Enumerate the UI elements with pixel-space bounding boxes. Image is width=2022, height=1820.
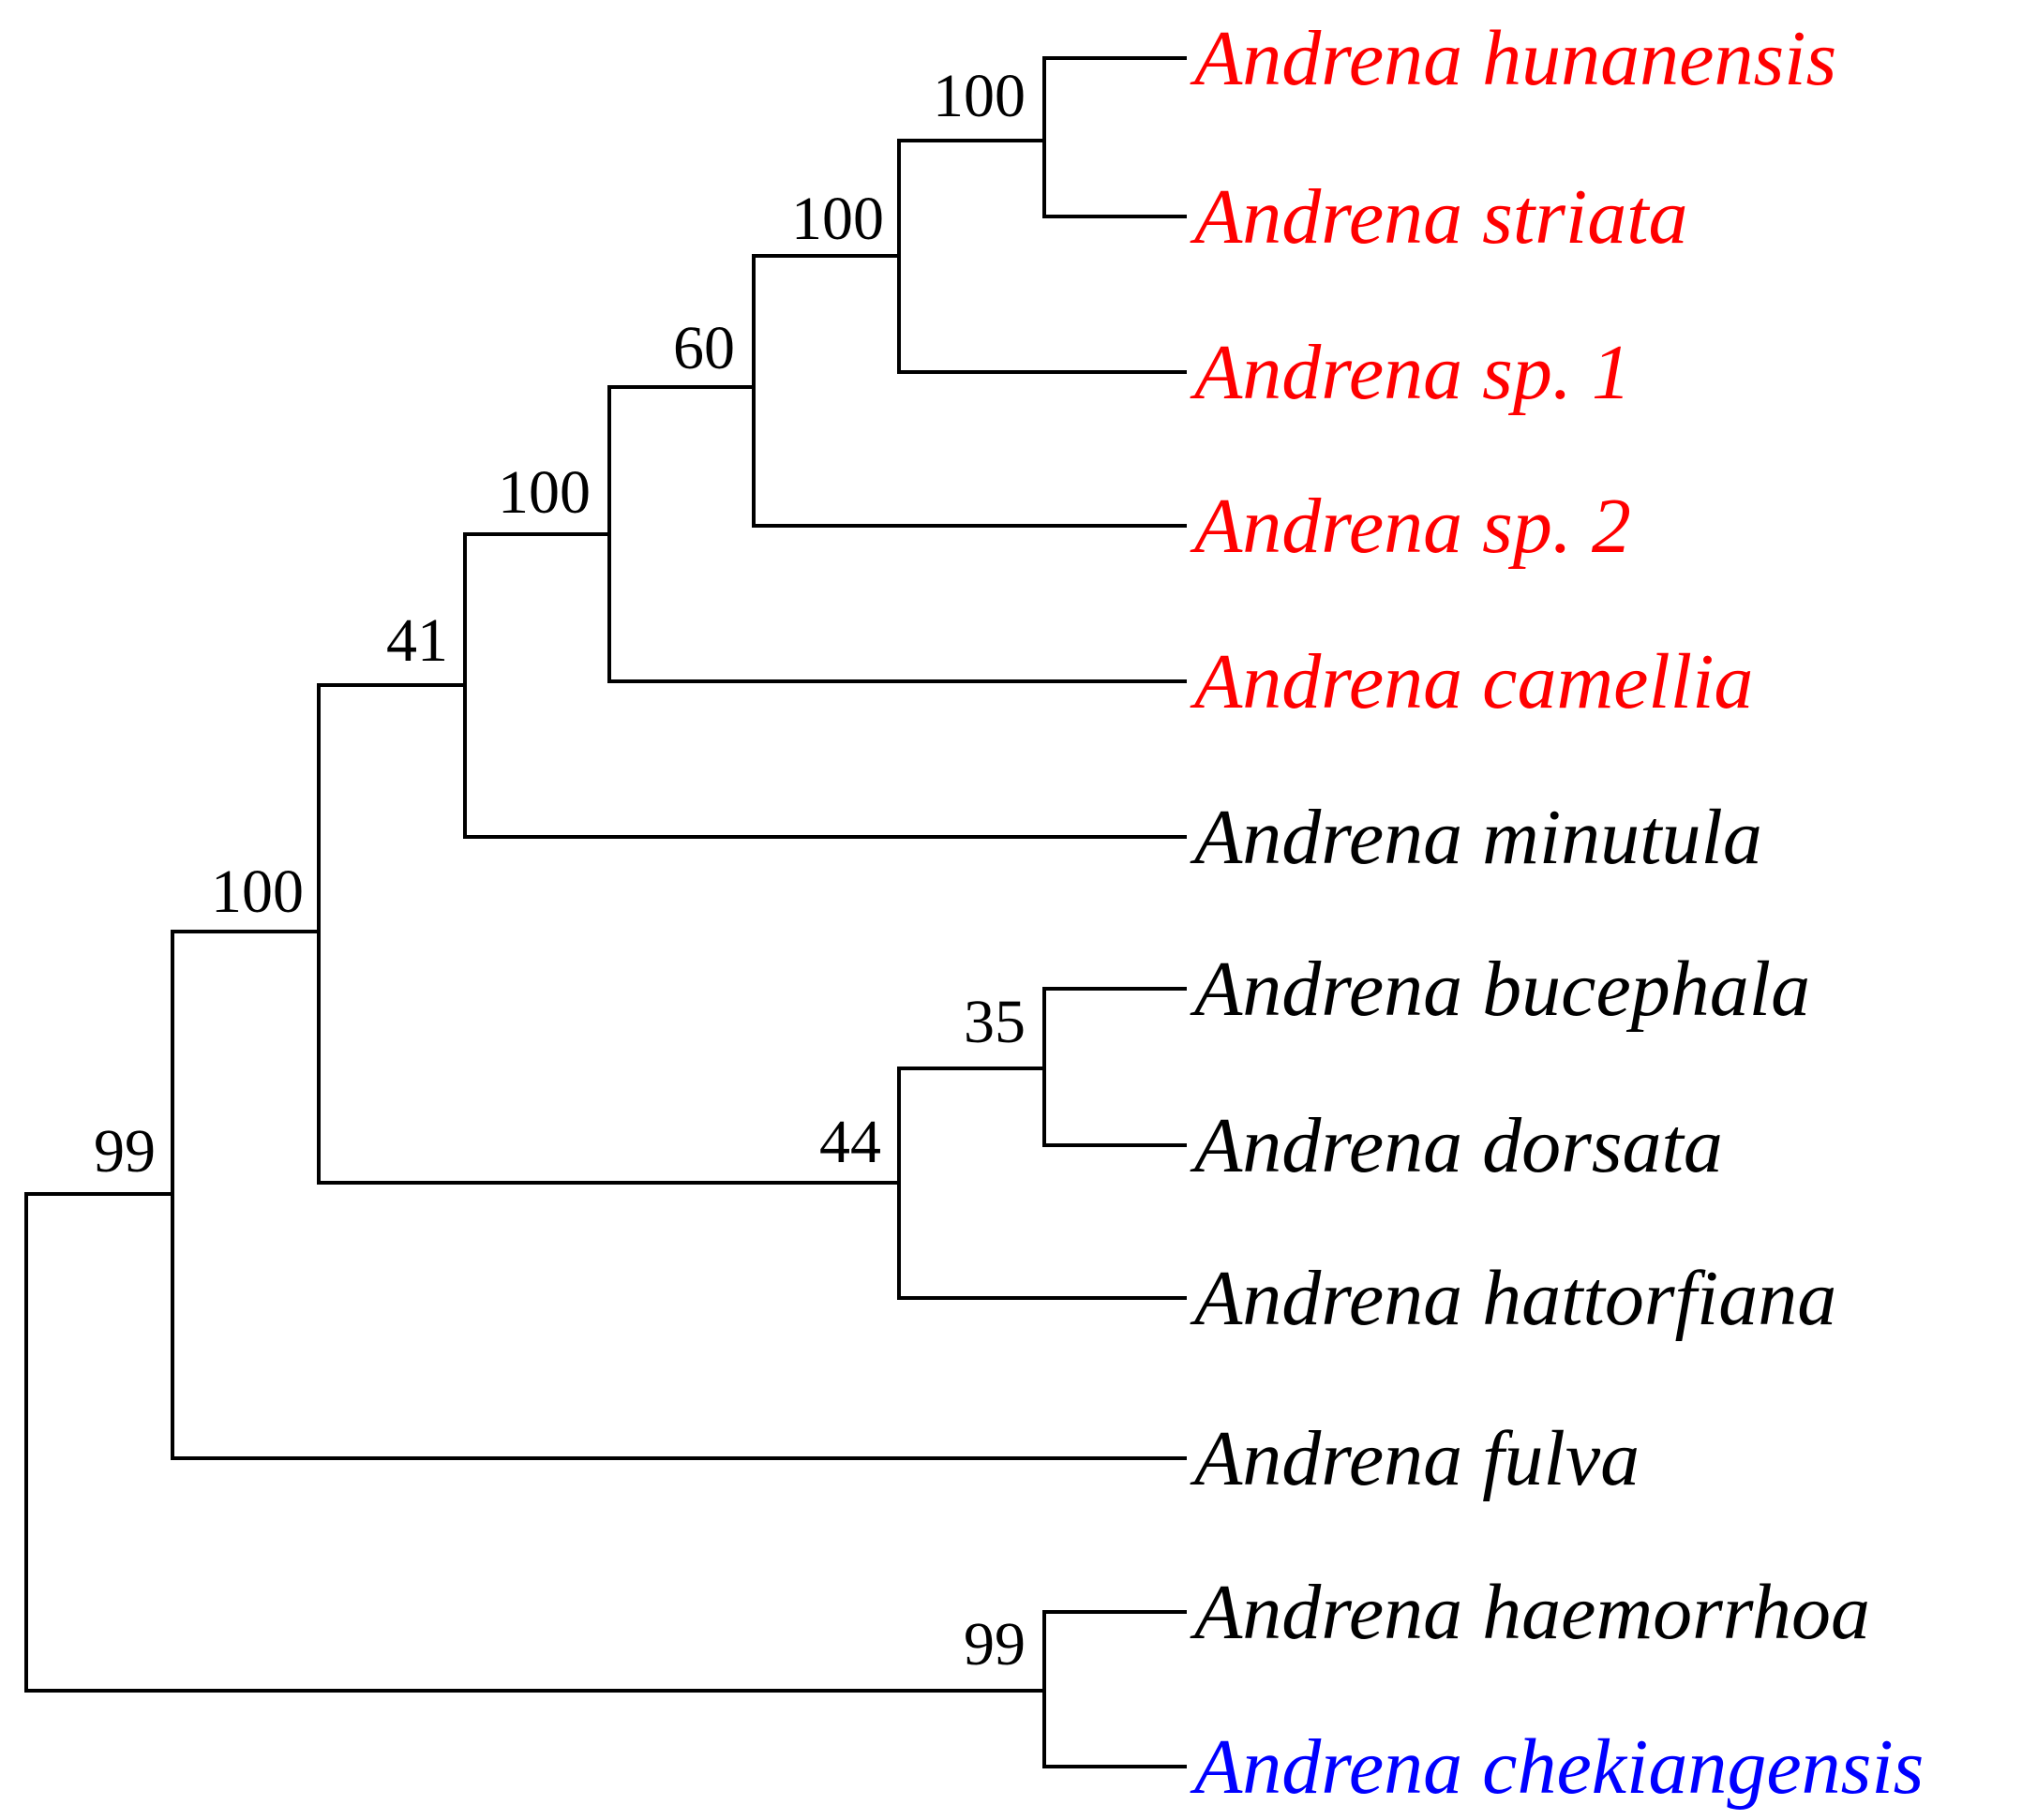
taxon-label-minutula: Andrena minutula <box>1190 794 1762 881</box>
support-value: 99 <box>964 1610 1026 1678</box>
support-value: 100 <box>933 62 1026 130</box>
support-values: 100 100 60 100 41 100 35 44 99 99 <box>94 62 1026 1678</box>
support-value: 41 <box>386 606 448 675</box>
support-value: 60 <box>673 314 735 382</box>
taxon-label-striata: Andrena striata <box>1190 173 1688 261</box>
taxon-label-sp2: Andrena sp. 2 <box>1190 483 1631 570</box>
support-value: 44 <box>819 1108 881 1176</box>
taxon-label-hattorfiana: Andrena hattorfiana <box>1190 1255 1836 1342</box>
taxon-labels: Andrena hunanensis Andrena striata Andre… <box>1190 15 1924 1811</box>
support-value: 100 <box>211 858 304 926</box>
tree-branches <box>24 56 1187 1768</box>
support-value: 100 <box>498 458 591 527</box>
support-value: 100 <box>791 185 884 253</box>
taxon-label-haemorrhoa: Andrena haemorrhoa <box>1190 1569 1870 1656</box>
support-value: 99 <box>94 1117 156 1186</box>
support-value: 35 <box>964 988 1026 1056</box>
taxon-label-hunanensis: Andrena hunanensis <box>1190 15 1836 102</box>
taxon-label-dorsata: Andrena dorsata <box>1190 1102 1723 1189</box>
taxon-label-sp1: Andrena sp. 1 <box>1190 329 1631 416</box>
taxon-label-chekiangensis: Andrena chekiangensis <box>1190 1723 1924 1811</box>
taxon-label-camellia: Andrena camellia <box>1190 638 1753 725</box>
taxon-label-fulva: Andrena fulva <box>1190 1415 1640 1502</box>
taxon-label-bucephala: Andrena bucephala <box>1190 946 1810 1033</box>
